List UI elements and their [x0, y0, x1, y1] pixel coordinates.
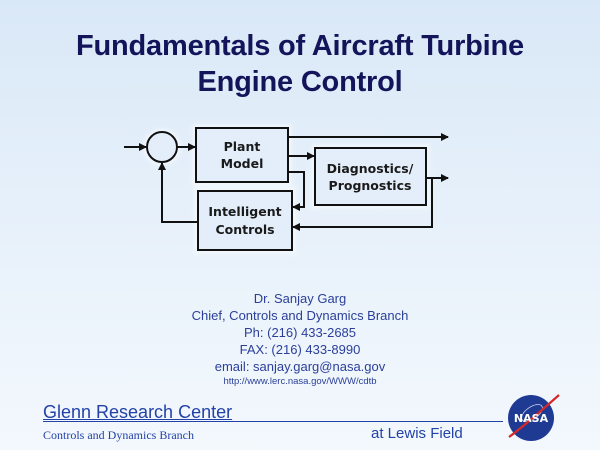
- footer-divider: [43, 421, 503, 422]
- contact-phone: Ph: (216) 433-2685: [243, 325, 357, 340]
- contact-info: Dr. Sanjay Garg Chief, Controls and Dyna…: [0, 290, 600, 388]
- title-line-2: Engine Control: [197, 66, 403, 98]
- control-block-diagram: Plant Model Diagnostics/ Prognostics Int…: [124, 124, 449, 254]
- nasa-logo-text: NASA: [514, 412, 549, 425]
- contact-fax: FAX: (216) 433-8990: [239, 342, 361, 357]
- diag-label-2: Prognostics: [329, 178, 412, 193]
- title-line-1: Fundamentals of Aircraft Turbine: [76, 30, 524, 62]
- intelligent-controls-block: [197, 190, 293, 251]
- contact-url[interactable]: http://www.lerc.nasa.gov/WWW/cdtb: [223, 376, 377, 387]
- ctrl-label-1: Intelligent: [208, 204, 281, 219]
- summing-junction: [146, 131, 178, 163]
- contact-name: Dr. Sanjay Garg: [253, 291, 347, 306]
- contact-email[interactable]: email: sanjay.garg@nasa.gov: [214, 359, 386, 374]
- plant-label-1: Plant: [224, 139, 261, 154]
- contact-role: Chief, Controls and Dynamics Branch: [191, 308, 409, 323]
- plant-label-2: Model: [221, 156, 264, 171]
- footer-center-name: Glenn Research Center: [43, 402, 233, 422]
- ctrl-label-2: Controls: [215, 222, 274, 237]
- plant-model-block: [195, 127, 289, 183]
- nasa-logo-icon: NASA: [508, 394, 560, 441]
- footer-branch: Controls and Dynamics Branch: [43, 428, 194, 442]
- slide-title: Fundamentals of Aircraft Turbine Engine …: [0, 28, 600, 100]
- diag-label-1: Diagnostics/: [327, 161, 414, 176]
- footer-field: at Lewis Field: [371, 425, 463, 442]
- diagnostics-prognostics-block: [314, 147, 427, 206]
- feedback-path: [158, 162, 198, 223]
